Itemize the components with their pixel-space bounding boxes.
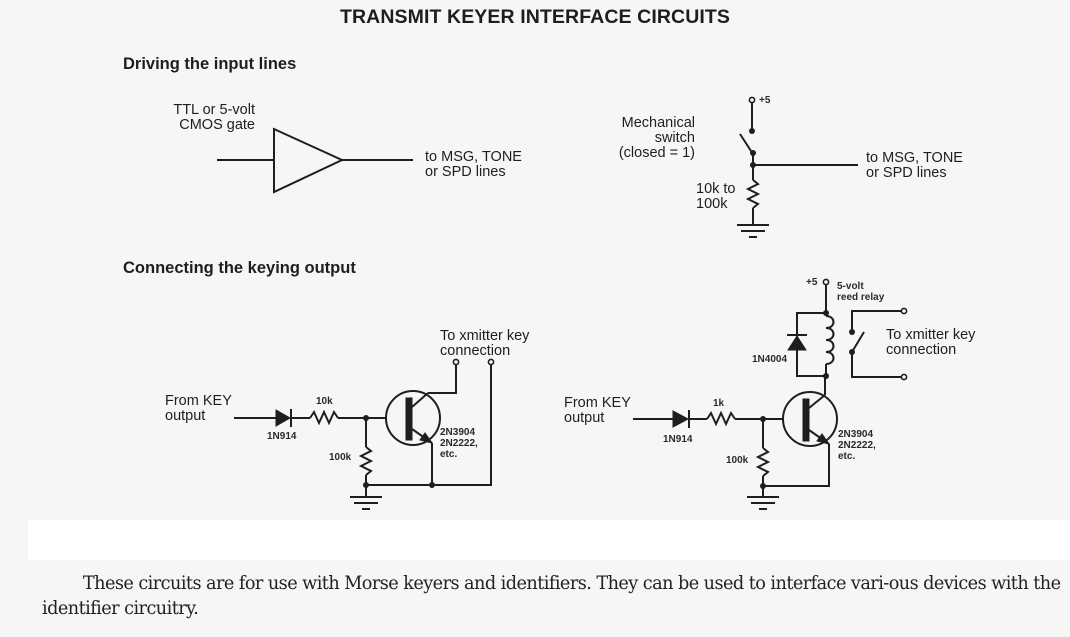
direct-pulldown-resistor-label: 100k: [329, 452, 352, 463]
direct-keying-circuit: [234, 358, 495, 510]
relay-input-label-line2: output: [564, 410, 605, 426]
ground-icon: [350, 496, 382, 510]
relay-transistor-label-line1: 2N3904: [838, 429, 874, 440]
gate-input-label: TTL or 5-volt CMOS gate: [150, 103, 255, 133]
switch-resistor-label-line1: 10k to: [696, 181, 736, 197]
direct-output-label-line2: connection: [440, 343, 511, 359]
gate-output-label-line1: to MSG, TONE: [425, 149, 522, 165]
diode-icon: [672, 410, 690, 428]
relay-diode-label: 1N914: [663, 434, 693, 445]
switch-circuit: [737, 96, 858, 238]
relay-pulldown-resistor-label: 100k: [726, 455, 749, 466]
direct-transistor-label-line2: 2N2222,: [440, 438, 478, 449]
direct-transistor-label-line3: etc.: [440, 449, 458, 460]
reed-switch-icon: [851, 331, 865, 353]
direct-output-label: To xmitter key connection: [440, 329, 529, 359]
switch-supply-label: +5: [759, 95, 771, 106]
diode-icon: [275, 409, 292, 427]
switch-contact-top: [749, 128, 755, 134]
collector-wire: [428, 364, 457, 394]
reed-lower-wire: [851, 352, 902, 378]
direct-output-label-line1: To xmitter key: [440, 328, 530, 344]
relay-supply-label: +5: [806, 277, 818, 288]
reed-upper-wire: [851, 310, 902, 332]
switch-label-line1: Mechanical: [621, 115, 695, 131]
transistor-icon: [385, 390, 441, 446]
ground-icon: [747, 496, 779, 510]
transistor-icon: [782, 391, 838, 447]
relay-series-resistor-label: 1k: [713, 398, 725, 409]
relay-transistor-label-line3: etc.: [838, 451, 856, 462]
relay-label-line2: reed relay: [837, 292, 885, 303]
emitter-junction-dot: [429, 482, 435, 488]
series-resistor-icon: [309, 409, 339, 426]
switch-resistor-label: 10k to 100k: [696, 182, 736, 212]
output-terminal-1-icon: [900, 307, 908, 315]
switch-output-label-line1: to MSG, TONE: [866, 150, 963, 166]
switch-output-label-line2: or SPD lines: [866, 165, 947, 181]
output-terminal-2-icon: [900, 373, 908, 381]
relay-output-label: To xmitter key connection: [886, 328, 975, 358]
relay-keying-circuit: [633, 278, 908, 510]
relay-input-label-line1: From KEY: [564, 395, 631, 411]
relay-output-label-line2: connection: [886, 342, 957, 358]
pulldown-resistor-icon: [358, 446, 374, 476]
pulldown-resistor-icon: [755, 447, 771, 477]
relay-output-label-line1: To xmitter key: [886, 327, 976, 343]
direct-series-resistor-label: 10k: [316, 396, 333, 407]
relay-transistor-label: 2N3904 2N2222, etc.: [838, 429, 876, 462]
flyback-diode-icon: [787, 335, 807, 351]
reed-contact-top: [849, 329, 855, 335]
relay-coil-icon: [825, 315, 835, 365]
output-terminal-2-icon: [487, 358, 495, 366]
series-resistor-icon: [706, 410, 736, 427]
resistor-icon: [745, 179, 761, 209]
body-paragraph: These circuits are for use with Morse ke…: [42, 572, 1061, 619]
relay-label-line1: 5-volt: [837, 281, 864, 292]
ground-icon: [737, 224, 769, 238]
supply-terminal-icon: [822, 278, 830, 286]
section-heading-driving: Driving the input lines: [123, 55, 297, 73]
gate-output-label-line2: or SPD lines: [425, 164, 506, 180]
gate-input-label-line1: TTL or 5-volt: [173, 102, 255, 118]
relay-transistor-label-line2: 2N2222,: [838, 440, 876, 451]
flyback-diode-label: 1N4004: [752, 354, 788, 365]
direct-transistor-label-line1: 2N3904: [440, 427, 476, 438]
section-heading-keying: Connecting the keying output: [123, 259, 356, 277]
direct-transistor-label: 2N3904 2N2222, etc.: [440, 427, 478, 460]
switch-label: Mechanical switch (closed = 1): [585, 116, 695, 161]
gate-output-label: to MSG, TONE or SPD lines: [425, 150, 522, 180]
switch-lever-icon: [739, 133, 754, 155]
supply-terminal-icon: [748, 96, 756, 104]
buffer-gate-icon: [273, 127, 345, 194]
switch-label-line3: (closed = 1): [618, 145, 695, 161]
direct-input-label: From KEY output: [165, 394, 232, 424]
gate-input-label-line2: CMOS gate: [179, 117, 255, 133]
relay-label: 5-volt reed relay: [837, 281, 884, 303]
switch-resistor-label-line2: 100k: [696, 196, 728, 212]
switch-label-line2: switch: [654, 130, 695, 146]
direct-input-label-line1: From KEY: [165, 393, 232, 409]
page-gap: [28, 520, 1070, 560]
ground-return-wire: [763, 444, 830, 487]
switch-output-label: to MSG, TONE or SPD lines: [866, 151, 963, 181]
direct-input-label-line2: output: [165, 408, 206, 424]
figure-title: TRANSMIT KEYER INTERFACE CIRCUITS: [339, 6, 731, 28]
ground-return-wire: [366, 365, 492, 486]
direct-diode-label: 1N914: [267, 431, 297, 442]
gate-circuit: [217, 127, 413, 194]
output-terminal-1-icon: [452, 358, 460, 366]
relay-input-label: From KEY output: [564, 396, 631, 426]
